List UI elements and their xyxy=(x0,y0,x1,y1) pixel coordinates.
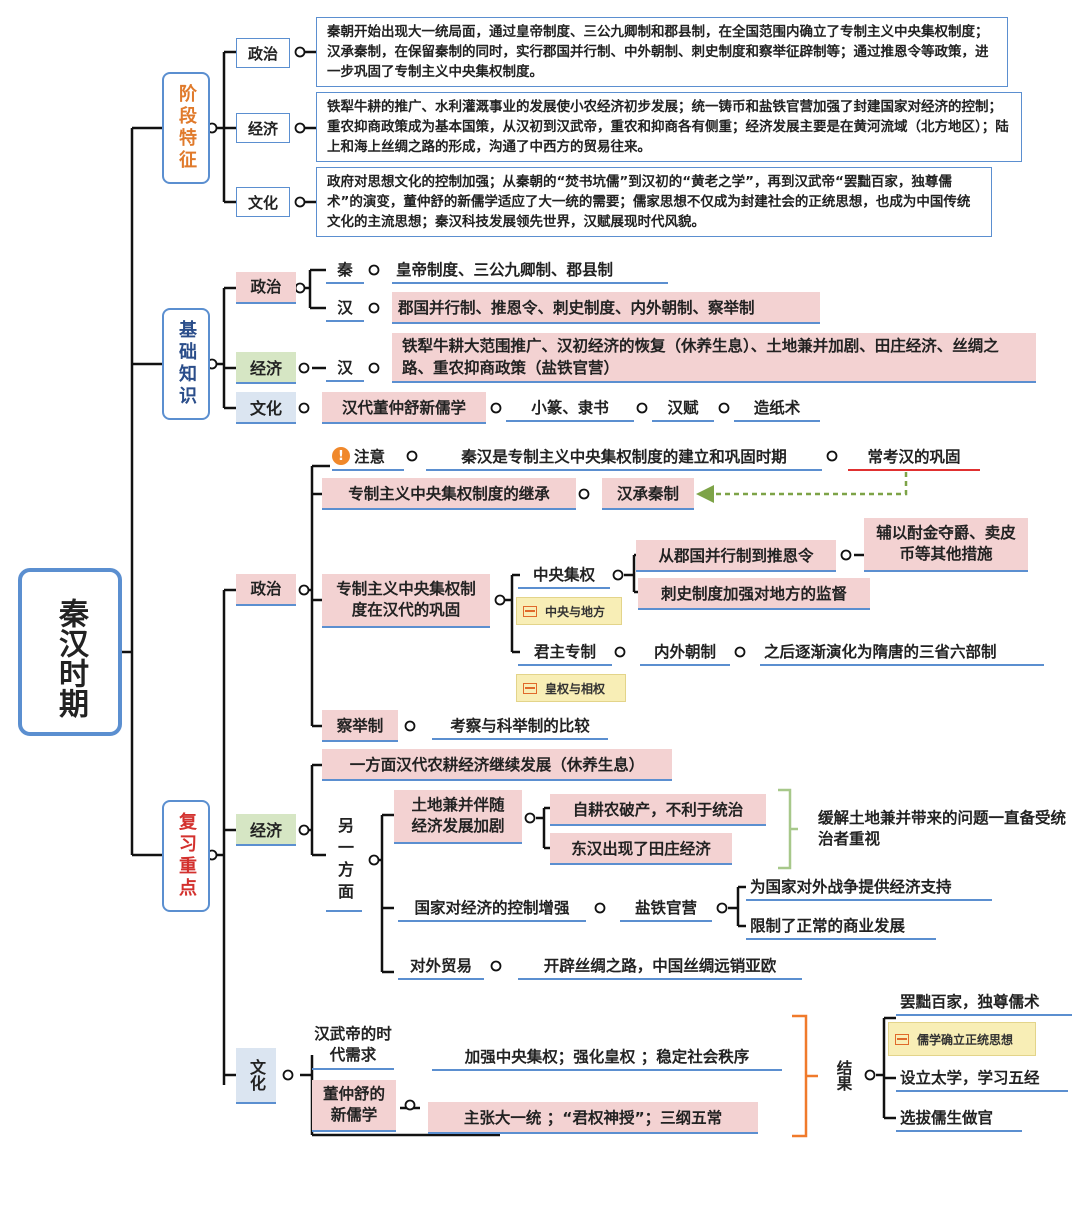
review-politics-tag: 政治 xyxy=(236,574,296,606)
stage-culture-text: 政府对思想文化的控制加强；从秦朝的“焚书坑儒”到汉初的“黄老之学”，再到汉武帝“… xyxy=(316,167,992,237)
state-control: 国家对经济的控制增强 xyxy=(398,894,586,922)
basic-culture-item: 汉赋 xyxy=(652,394,714,422)
inherit-box: 专制主义中央集权制度的继承 xyxy=(322,478,576,510)
monarch-note: 皇权与相权 xyxy=(516,674,626,702)
section-review-focus: 复习重点 xyxy=(162,800,210,912)
note-main-text: 秦汉是专制主义中央集权制度的建立和巩固时期 xyxy=(426,443,822,471)
land-a: 自耕农破产，不利于统治 xyxy=(550,794,766,826)
consolidate-box: 专制主义中央集权制度在汉代的巩固 xyxy=(322,574,490,628)
central-power: 中央集权 xyxy=(518,561,610,589)
salt-b: 限制了正常的商业发展 xyxy=(746,912,936,940)
result-1: 罢黜百家，独尊儒术 xyxy=(896,988,1072,1016)
land-note: 缓解土地兼并带来的问题一直备受统治者重视 xyxy=(818,809,1067,848)
basic-culture-item: 造纸术 xyxy=(734,394,820,422)
jg-to-tuien: 从郡国并行制到推恩令 xyxy=(636,540,836,572)
foreign-trade: 对外贸易 xyxy=(398,952,484,980)
jg-extra: 辅以酎金夺爵、卖皮币等其他措施 xyxy=(864,518,1028,572)
basic-qin-text: 皇帝制度、三公九卿制、郡县制 xyxy=(392,256,668,284)
monarch-autocracy: 君主专制 xyxy=(518,638,612,666)
basic-culture-tag: 文化 xyxy=(236,392,296,424)
chaju-compare: 考察与科举制的比较 xyxy=(432,712,608,740)
result-label: 结果 xyxy=(834,1059,853,1091)
wudi-need: 汉武帝的时代需求 xyxy=(312,1022,394,1070)
review-culture-tag: 文化 xyxy=(236,1048,276,1104)
note-text-label: 注意 xyxy=(354,448,386,466)
root-title: 秦汉时期 xyxy=(18,568,122,736)
chaju-system: 察举制 xyxy=(322,710,398,742)
stage-economy-text: 铁犁牛耕的推广、水利灌溉事业的发展使小农经济初步发展；统一铸币和盐铁官营加强了封… xyxy=(316,92,1022,162)
basic-culture-item: 小篆、隶书 xyxy=(506,394,634,422)
monarch-note-text: 皇权与相权 xyxy=(545,681,606,696)
basic-qin-label: 秦 xyxy=(326,256,364,284)
one-side: 一方面汉代农耕经济继续发展（休养生息） xyxy=(322,749,672,781)
later-evolution: 之后逐渐演化为隋唐的三省六部制 xyxy=(760,638,1044,666)
dzs-text: 主张大一统 ；“君权神授”；三纲五常 xyxy=(428,1102,758,1134)
result-1-note: 儒学确立正统思想 xyxy=(888,1022,1036,1056)
basic-economy-tag: 经济 xyxy=(236,352,296,384)
other-side: 另一方面 xyxy=(326,812,362,912)
note-tip: 常考汉的巩固 xyxy=(848,443,980,471)
inner-outer-court: 内外朝制 xyxy=(640,638,730,666)
section-basic-knowledge: 基础知识 xyxy=(162,308,210,420)
basic-culture-item: 汉代董仲舒新儒学 xyxy=(322,392,486,424)
basic-han-text: 郡国并行制、推恩令、刺史制度、内外朝制、察举制 xyxy=(392,292,820,324)
land-annexation: 土地兼并伴随经济发展加剧 xyxy=(394,790,522,844)
stage-politics-text: 秦朝开始出现大一统局面，通过皇帝制度、三公九卿制和郡县制，在全国范围内确立了专制… xyxy=(316,17,1008,87)
result-1-note-text: 儒学确立正统思想 xyxy=(917,1032,1014,1047)
salt-a: 为国家对外战争提供经济支持 xyxy=(746,873,992,901)
land-b: 东汉出现了田庄经济 xyxy=(550,833,732,865)
stage-politics-tag: 政治 xyxy=(236,38,290,68)
basic-economy-text: 铁犁牛耕大范围推广、汉初经济的恢复（休养生息）、土地兼并加剧、田庄经济、丝绸之路… xyxy=(392,333,1036,383)
dzs-new-confucianism: 董仲舒的新儒学 xyxy=(312,1080,396,1132)
cishi-system: 刺史制度加强对地方的监督 xyxy=(638,578,870,610)
warning-icon: ! xyxy=(332,447,350,465)
review-economy-tag: 经济 xyxy=(236,814,296,846)
result-3: 选拔儒生做官 xyxy=(896,1104,1022,1132)
section-stage-features: 阶段特征 xyxy=(162,72,210,184)
result-2: 设立太学，学习五经 xyxy=(896,1064,1068,1092)
basic-economy-han-label: 汉 xyxy=(326,354,364,382)
stage-economy-tag: 经济 xyxy=(236,113,290,143)
note-icon xyxy=(523,605,537,617)
basic-han-label: 汉 xyxy=(326,294,364,322)
basic-politics-tag: 政治 xyxy=(236,272,296,304)
stage-culture-tag: 文化 xyxy=(236,187,290,217)
note-label: ! 注意 xyxy=(332,443,404,471)
inherit-result: 汉承秦制 xyxy=(602,478,694,510)
central-note: 中央与地方 xyxy=(516,597,622,625)
salt-iron: 盐铁官营 xyxy=(620,894,712,922)
trade-text: 开辟丝绸之路，中国丝绸远销亚欧 xyxy=(518,952,802,980)
note-icon xyxy=(895,1033,909,1045)
note-icon xyxy=(523,682,537,694)
central-note-text: 中央与地方 xyxy=(545,604,606,619)
wudi-need-text: 加强中央集权；强化皇权 ；稳定社会秩序 xyxy=(432,1043,782,1071)
